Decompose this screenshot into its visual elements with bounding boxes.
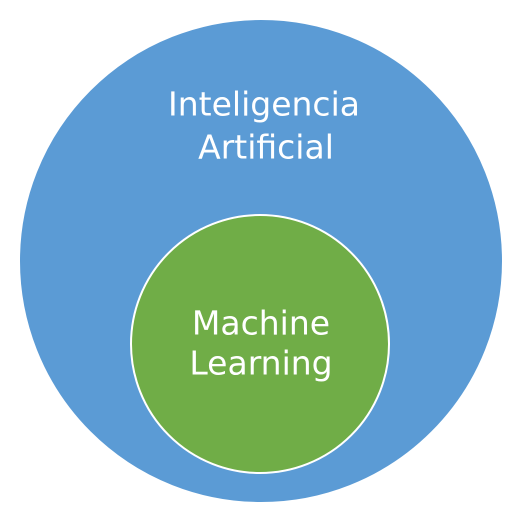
inner-label-line1: Machine (192, 304, 330, 343)
inner-label-line2: Learning (189, 344, 332, 383)
inner-circle-machine-learning (130, 214, 390, 474)
outer-label-line1: Inteligencia (168, 85, 360, 124)
outer-label-line2: Artificial (198, 128, 334, 167)
